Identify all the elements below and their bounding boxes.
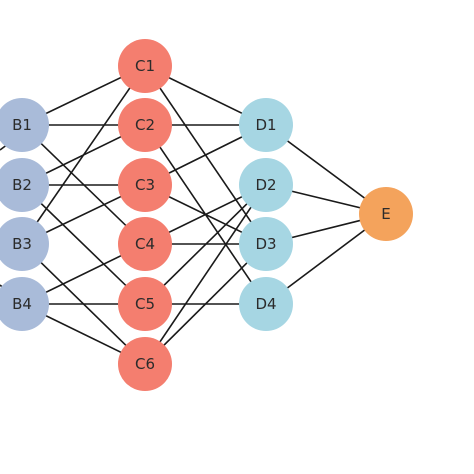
node-c5: C5 xyxy=(118,277,172,331)
edge-layer xyxy=(0,65,387,365)
edge-c5-d2 xyxy=(144,184,267,305)
node-label-b1: B1 xyxy=(12,116,32,134)
node-c4: C4 xyxy=(118,217,172,271)
node-circle-d2 xyxy=(239,158,293,212)
node-label-c4: C4 xyxy=(135,235,155,253)
node-circle-b1 xyxy=(0,98,49,152)
node-circle-c1 xyxy=(118,39,172,93)
node-circle-b2 xyxy=(0,158,49,212)
node-label-c2: C2 xyxy=(135,116,155,134)
node-c6: C6 xyxy=(118,337,172,391)
node-circle-c4 xyxy=(118,217,172,271)
node-d3: D3 xyxy=(239,217,293,271)
node-circle-c5 xyxy=(118,277,172,331)
node-c2: C2 xyxy=(118,98,172,152)
node-label-d1: D1 xyxy=(255,116,276,134)
node-circle-d4 xyxy=(239,277,293,331)
node-circle-b3 xyxy=(0,217,49,271)
node-circle-b4 xyxy=(0,277,49,331)
node-circle-d1 xyxy=(239,98,293,152)
node-label-d4: D4 xyxy=(255,295,276,313)
node-label-c3: C3 xyxy=(135,176,155,194)
node-label-c1: C1 xyxy=(135,57,155,75)
edge-b3-c1 xyxy=(21,65,146,245)
node-circle-c6 xyxy=(118,337,172,391)
node-circle-d3 xyxy=(239,217,293,271)
node-b3: B3 xyxy=(0,217,49,271)
edge-b2-c5 xyxy=(21,184,146,305)
node-circle-c2 xyxy=(118,98,172,152)
node-b4: B4 xyxy=(0,277,49,331)
node-c3: C3 xyxy=(118,158,172,212)
node-d4: D4 xyxy=(239,277,293,331)
node-circle-c3 xyxy=(118,158,172,212)
node-label-b4: B4 xyxy=(12,295,32,313)
node-label-e: E xyxy=(381,205,390,223)
node-b1: B1 xyxy=(0,98,49,152)
edge-c6-d3 xyxy=(144,243,267,365)
node-label-b3: B3 xyxy=(12,235,32,253)
node-d1: D1 xyxy=(239,98,293,152)
node-e: E xyxy=(359,187,413,241)
node-c1: C1 xyxy=(118,39,172,93)
node-d2: D2 xyxy=(239,158,293,212)
node-label-d3: D3 xyxy=(255,235,276,253)
node-label-d2: D2 xyxy=(255,176,276,194)
node-label-b2: B2 xyxy=(12,176,32,194)
node-label-c5: C5 xyxy=(135,295,155,313)
edge-c6-d2 xyxy=(144,184,267,365)
node-b2: B2 xyxy=(0,158,49,212)
node-label-c6: C6 xyxy=(135,355,155,373)
node-circle-e xyxy=(359,187,413,241)
